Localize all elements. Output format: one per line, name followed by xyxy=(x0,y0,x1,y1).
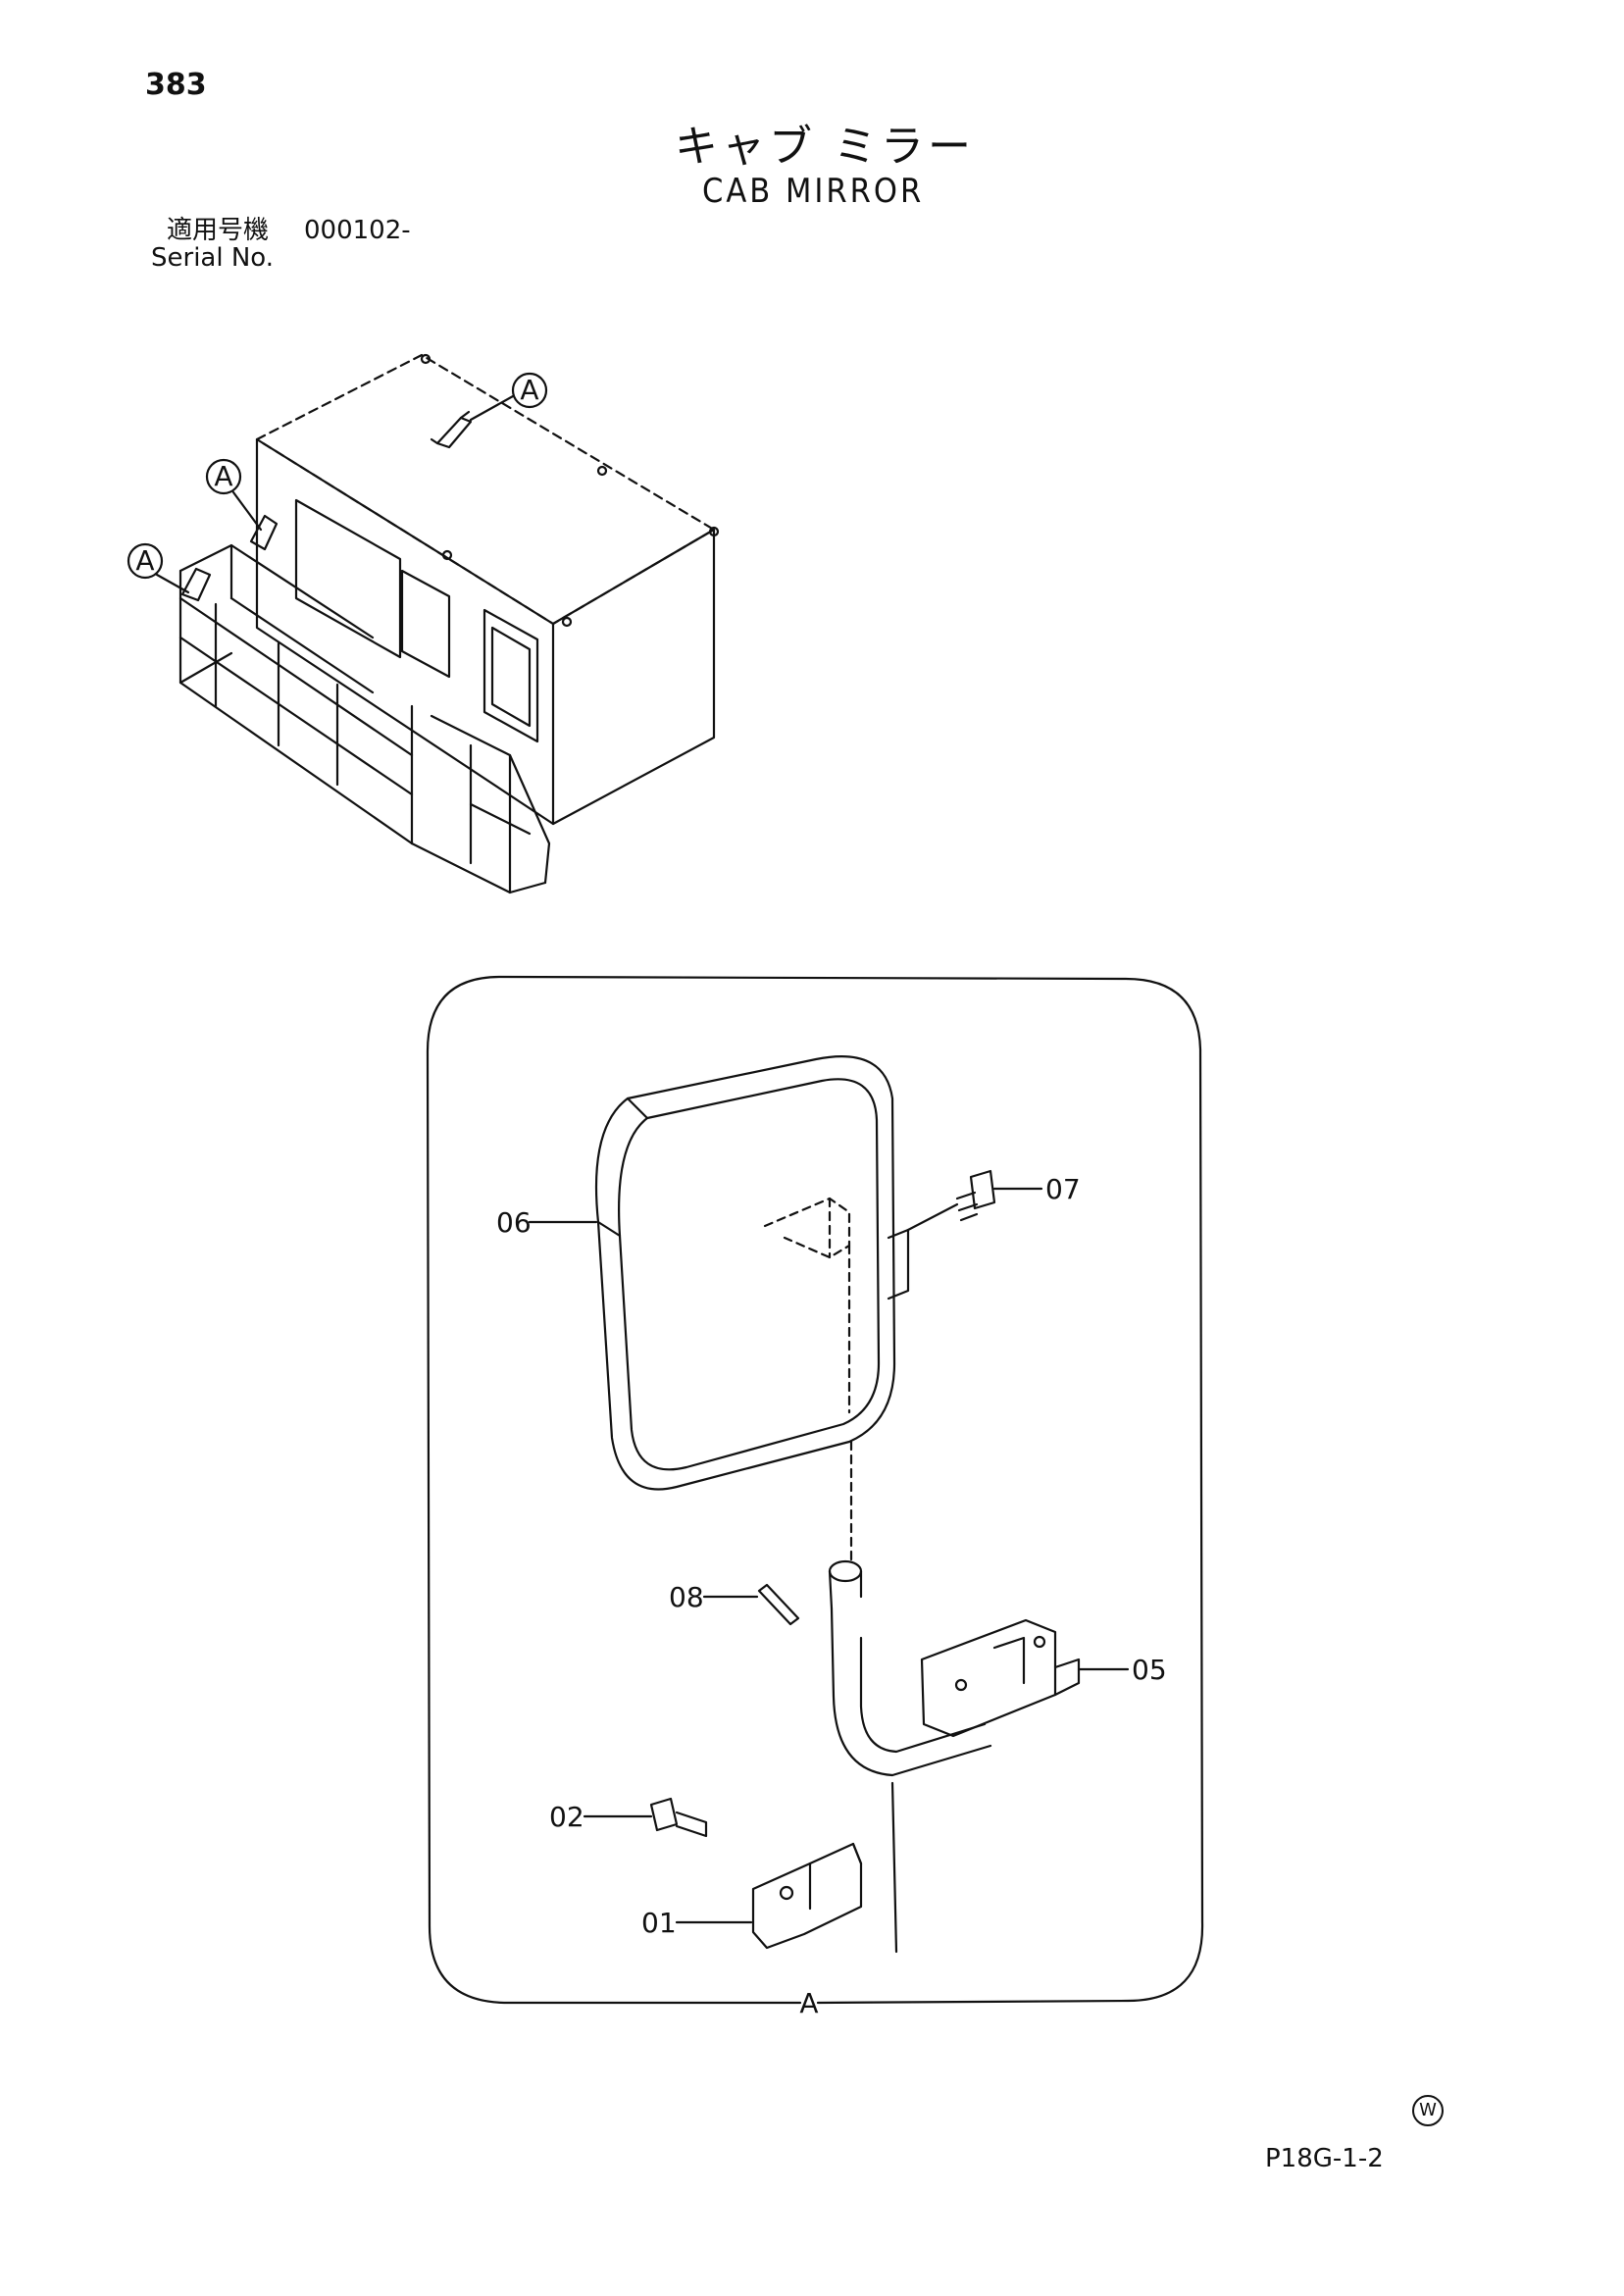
callout-a-rail xyxy=(127,542,164,580)
page-number: 383 xyxy=(145,68,207,102)
callout-a-front-label: A xyxy=(214,460,232,492)
bolt-02-drawing xyxy=(583,1797,708,1838)
w-mark-icon: W xyxy=(1412,2095,1444,2126)
title-japanese: キャブ ミラー xyxy=(675,122,975,172)
pin-08-drawing xyxy=(702,1440,863,1626)
arm-05-drawing xyxy=(830,1607,1130,1777)
view-label-a: A xyxy=(799,1987,818,2019)
serial-value: 000102- xyxy=(304,216,411,245)
mirror-head-drawing xyxy=(594,1055,910,1491)
label-part-06: 06 xyxy=(496,1206,532,1239)
bracket-01-drawing xyxy=(675,1781,898,1954)
detail-view-a: 06 07 08 05 02 01 A xyxy=(426,975,1204,2019)
label-part-01: 01 xyxy=(641,1907,677,1939)
label-part-08: 08 xyxy=(669,1581,704,1613)
label-part-05: 05 xyxy=(1132,1654,1167,1686)
serial-label-japanese: 適用号機 xyxy=(167,216,270,245)
bolt-07-drawing xyxy=(906,1169,1043,1232)
title-english: CAB MIRROR xyxy=(702,172,925,211)
label-part-07: 07 xyxy=(1045,1173,1081,1205)
callout-a-roof-label: A xyxy=(520,374,538,406)
page-code: P18G-1-2 xyxy=(1265,2144,1384,2173)
callout-a-rail-label: A xyxy=(135,544,154,577)
callout-a-roof xyxy=(511,372,548,409)
serial-label-english: Serial No. xyxy=(151,243,274,273)
label-part-02: 02 xyxy=(549,1801,584,1833)
cab-overview-drawing: A A A xyxy=(127,353,720,894)
callout-a-front xyxy=(205,458,242,495)
